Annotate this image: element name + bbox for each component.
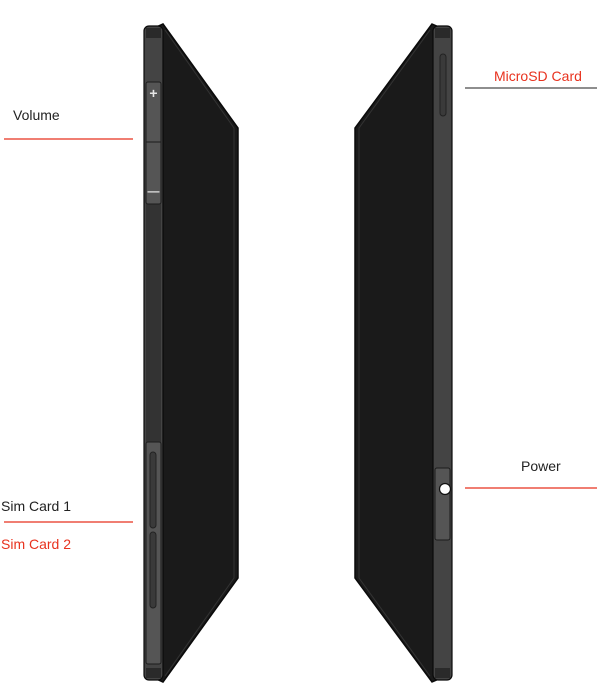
tablet-right-bevel xyxy=(358,29,431,677)
sim-card-2-label: Sim Card 2 xyxy=(1,536,71,552)
volume-plus-icon: + xyxy=(149,85,157,101)
microsd-card-label: MicroSD Card xyxy=(494,68,582,84)
volume-rocker xyxy=(145,81,162,205)
sim-card-2-slot xyxy=(149,531,157,609)
power-button-icon xyxy=(438,482,452,496)
volume-minus-icon: — xyxy=(148,184,160,198)
power-label: Power xyxy=(521,458,561,474)
microsd-card-slot xyxy=(439,53,447,117)
tablet-right-face xyxy=(354,23,447,683)
tablet-right-side-view xyxy=(354,23,453,683)
tablet-left-bottom-cap xyxy=(146,668,161,678)
tablet-right-bottom-cap xyxy=(435,668,450,678)
tablet-right-top-cap xyxy=(435,28,450,38)
sim-card-1-slot xyxy=(149,451,157,529)
tablet-left-side-view: + — xyxy=(143,23,239,683)
tablet-right-edge xyxy=(432,25,453,681)
volume-label: Volume xyxy=(13,107,60,123)
tablet-left-edge-mid xyxy=(146,204,161,442)
sim-card-1-label: Sim Card 1 xyxy=(1,498,71,514)
tablet-left-bevel xyxy=(164,29,235,677)
power-button-panel xyxy=(434,467,451,541)
tablet-left-top-cap xyxy=(146,28,161,38)
